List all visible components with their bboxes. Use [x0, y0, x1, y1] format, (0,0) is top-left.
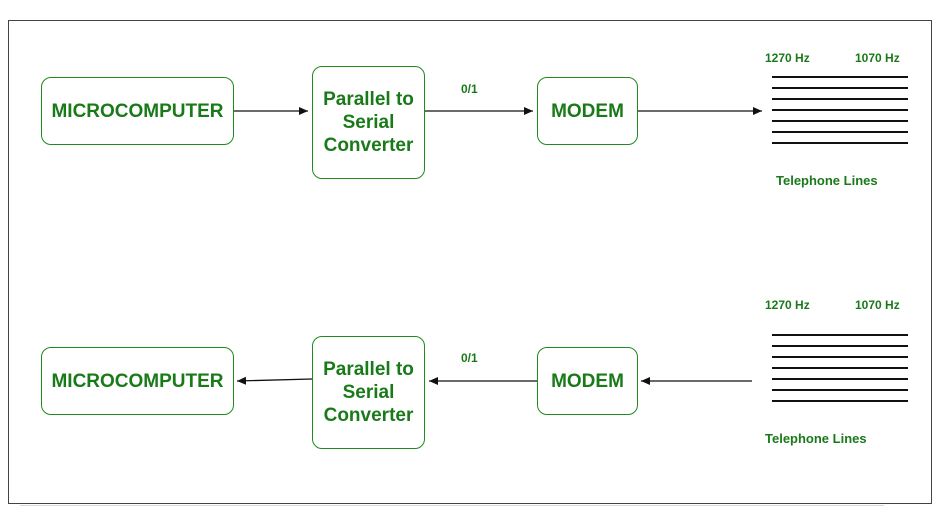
telephone-line — [772, 334, 908, 336]
telephone-lines-label-bottom: Telephone Lines — [765, 431, 867, 446]
telephone-line — [772, 87, 908, 89]
diagram-frame — [8, 20, 932, 504]
converter-line-3-top: Converter — [323, 135, 414, 156]
freq-left-top: 1270 Hz — [765, 51, 810, 65]
bit-label-bottom: 0/1 — [461, 351, 478, 365]
microcomputer-box-top: MICROCOMPUTER — [41, 77, 234, 145]
converter-box-bottom: Parallel to Serial Converter — [312, 336, 425, 449]
converter-line-2-top: Serial — [342, 112, 395, 133]
converter-line-3-bottom: Converter — [323, 405, 414, 426]
modem-label-bottom: MODEM — [551, 370, 624, 392]
modem-label-top: MODEM — [551, 100, 624, 122]
bottom-divider — [20, 505, 884, 506]
telephone-line — [772, 142, 908, 144]
converter-line-2-bottom: Serial — [342, 382, 395, 403]
telephone-line — [772, 378, 908, 380]
telephone-line — [772, 98, 908, 100]
microcomputer-label-top: MICROCOMPUTER — [51, 100, 224, 122]
freq-right-top: 1070 Hz — [855, 51, 900, 65]
freq-left-bottom: 1270 Hz — [765, 298, 810, 312]
telephone-line — [772, 131, 908, 133]
telephone-line — [772, 367, 908, 369]
telephone-line — [772, 109, 908, 111]
telephone-line — [772, 120, 908, 122]
converter-line-1-bottom: Parallel to — [323, 359, 414, 380]
telephone-line — [772, 345, 908, 347]
bit-label-top: 0/1 — [461, 82, 478, 96]
converter-line-1-top: Parallel to — [323, 89, 414, 110]
modem-box-bottom: MODEM — [537, 347, 638, 415]
converter-box-top: Parallel to Serial Converter — [312, 66, 425, 179]
microcomputer-box-bottom: MICROCOMPUTER — [41, 347, 234, 415]
telephone-lines-label-top: Telephone Lines — [776, 173, 878, 188]
telephone-line — [772, 389, 908, 391]
modem-box-top: MODEM — [537, 77, 638, 145]
telephone-line — [772, 400, 908, 402]
telephone-line — [772, 76, 908, 78]
telephone-line — [772, 356, 908, 358]
microcomputer-label-bottom: MICROCOMPUTER — [51, 370, 224, 392]
freq-right-bottom: 1070 Hz — [855, 298, 900, 312]
